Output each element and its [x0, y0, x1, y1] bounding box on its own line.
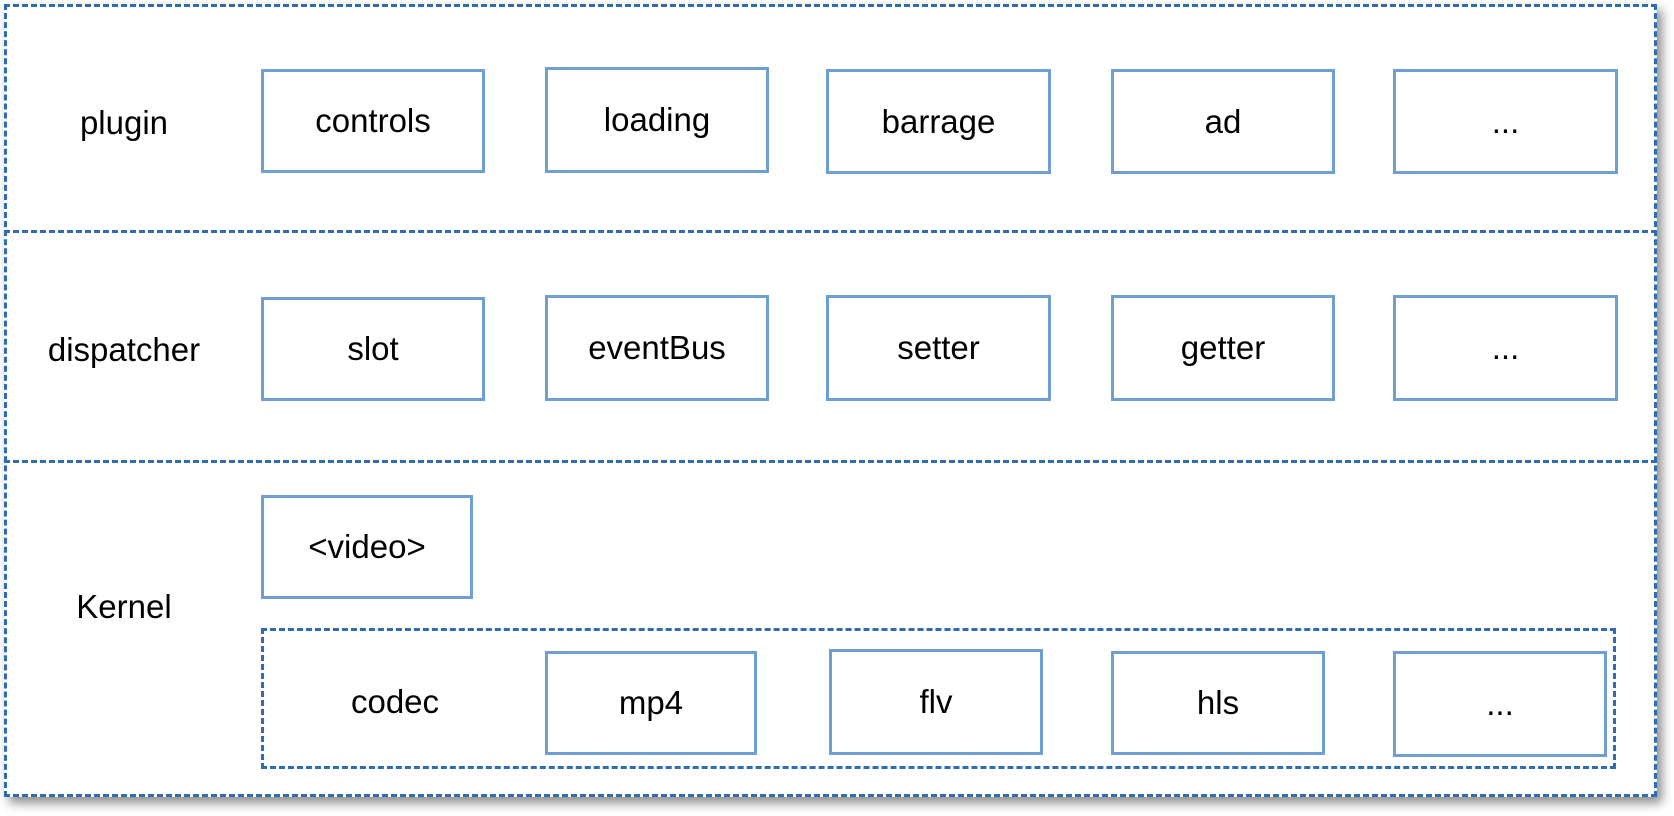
codec-box-hls: hls	[1111, 651, 1325, 755]
dispatcher-layer-label: dispatcher	[47, 331, 201, 368]
dispatcher-box-getter: getter	[1111, 295, 1335, 401]
plugin-box-ad: ad	[1111, 69, 1335, 174]
codec-box-more: ...	[1393, 651, 1607, 757]
codec-box-mp4: mp4	[545, 651, 757, 755]
kernel-layer-label: Kernel	[76, 588, 172, 625]
plugin-box-loading: loading	[545, 67, 769, 173]
plugin-box-barrage: barrage	[826, 69, 1051, 174]
codec-group	[261, 628, 1616, 769]
dispatcher-kernel-divider	[4, 460, 1657, 463]
plugin-layer-label: plugin	[79, 104, 169, 141]
plugin-box-more: ...	[1393, 69, 1618, 174]
codec-box-flv: flv	[829, 649, 1043, 755]
kernel-box-video: <video>	[261, 495, 473, 599]
dispatcher-box-eventbus: eventBus	[545, 295, 769, 401]
plugin-box-controls: controls	[261, 69, 485, 173]
codec-group-label: codec	[350, 683, 440, 720]
plugin-dispatcher-divider	[4, 230, 1657, 233]
dispatcher-box-setter: setter	[826, 295, 1051, 401]
dispatcher-box-more: ...	[1393, 295, 1618, 401]
dispatcher-box-slot: slot	[261, 297, 485, 401]
